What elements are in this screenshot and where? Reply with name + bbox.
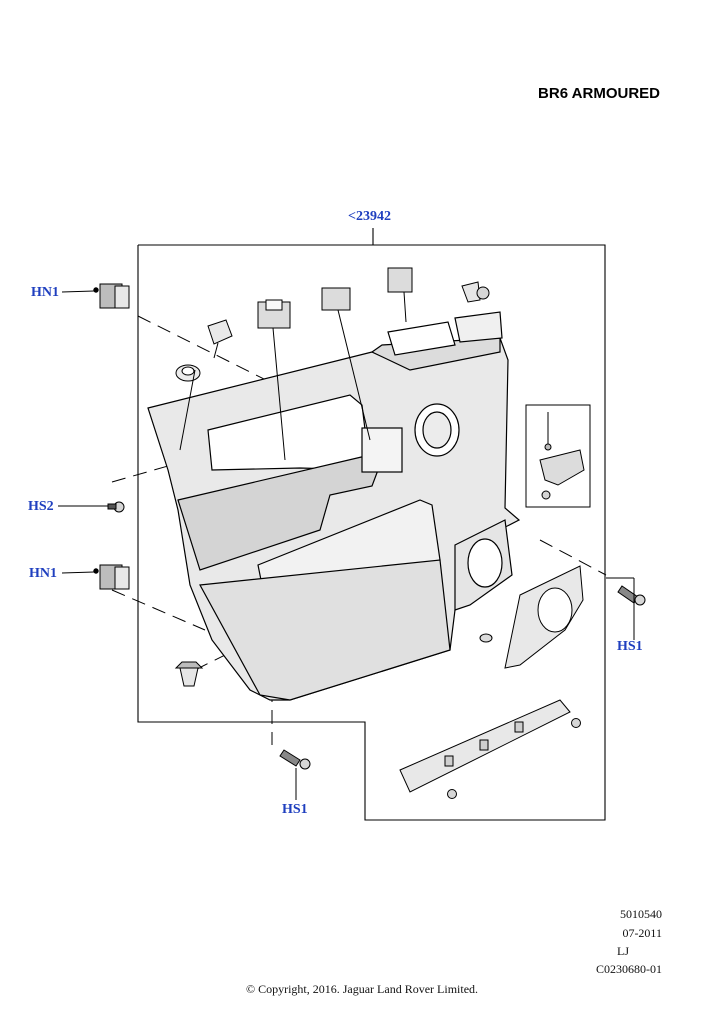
small-washer — [479, 633, 493, 643]
hs1-bottom-part — [279, 749, 311, 770]
door-panel — [147, 311, 521, 701]
bezel-clip — [207, 319, 233, 359]
meta-initials: LJ — [617, 944, 629, 958]
callout-hs1-right: HS1 — [617, 639, 643, 654]
callout-top-assembly: <23942 — [348, 209, 391, 224]
meta-code: C0230680-01 — [596, 962, 662, 976]
push-clip-top — [461, 281, 490, 303]
clip-bracket-3 — [387, 267, 413, 323]
lower-trim-strip — [399, 699, 581, 799]
speaker-grille-trim — [504, 565, 584, 669]
diagram-title: BR6 ARMOURED — [538, 85, 660, 102]
inset-handle-part — [539, 412, 585, 500]
callout-leaders — [58, 290, 635, 800]
hs2-part — [107, 501, 125, 513]
meta-date: 07-2011 — [622, 926, 662, 940]
clip-bracket-2 — [321, 287, 371, 441]
callout-hn1-lower: HN1 — [29, 566, 57, 581]
callout-hn1-upper: HN1 — [31, 285, 59, 300]
clip-bracket-1 — [257, 299, 291, 461]
callout-hs1-bottom: HS1 — [282, 802, 308, 817]
clip-parts — [93, 267, 646, 799]
callout-hs2: HS2 — [28, 499, 54, 514]
hs1-right-part — [617, 585, 646, 606]
copyright-notice: © Copyright, 2016. Jaguar Land Rover Lim… — [245, 982, 479, 996]
meta-ref: 5010540 — [620, 907, 662, 921]
push-clip-left — [174, 661, 204, 687]
hn1-lower-part — [93, 564, 130, 590]
assembly-frame — [137, 244, 606, 821]
round-grommet — [175, 364, 201, 382]
hn1-upper-part — [93, 283, 130, 309]
